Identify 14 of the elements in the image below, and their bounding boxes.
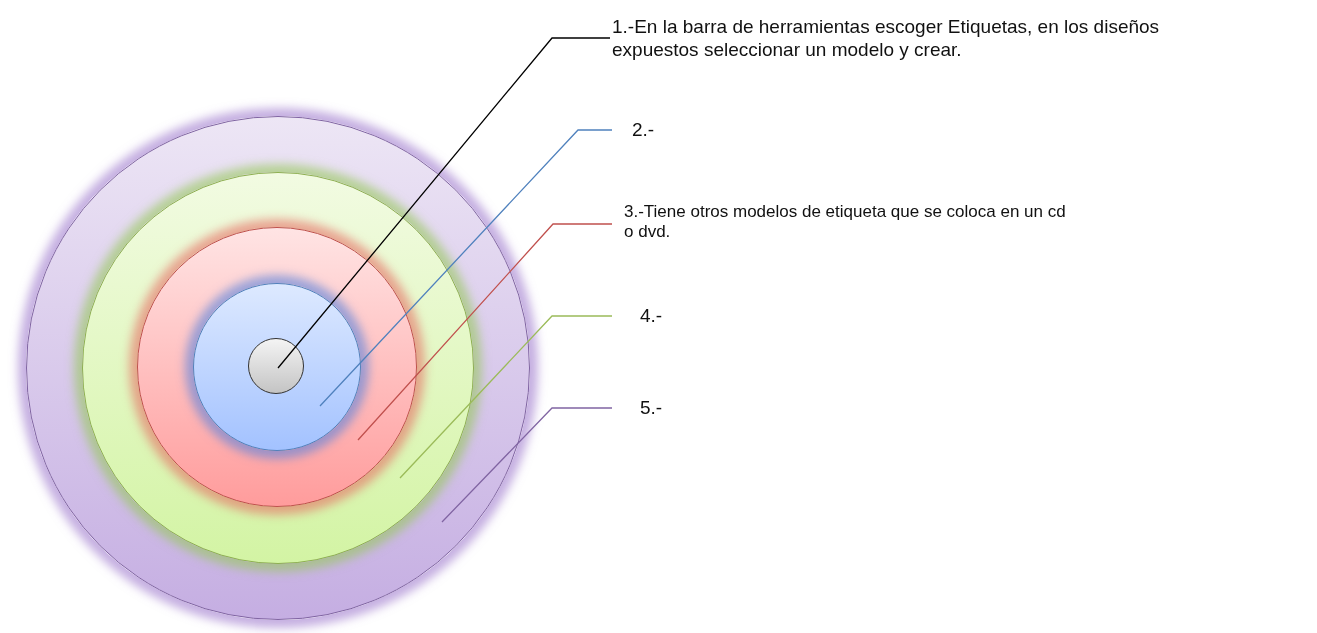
callout-text: 3.-Tiene otros modelos de etiqueta que se coloca en un cd o dvd.: [624, 202, 1074, 243]
callout-text: 4.-: [640, 305, 700, 328]
ring-circle: [192, 282, 361, 451]
leader-line: [277, 37, 611, 369]
leader-line: [399, 315, 613, 479]
callout-text: 5.-: [640, 397, 700, 420]
leader-line: [319, 129, 613, 407]
callout-text: 1.-En la barra de herramientas escoger Etiquetas, en los diseños expuestos seleccionar un modelo y crear.: [612, 16, 1212, 62]
center-circle: [248, 338, 304, 394]
callout-text: 2.-: [632, 119, 692, 142]
leader-line: [441, 407, 613, 523]
ring-circle: [81, 171, 474, 564]
ring-circle: [137, 227, 417, 507]
leader-line: [357, 223, 613, 441]
